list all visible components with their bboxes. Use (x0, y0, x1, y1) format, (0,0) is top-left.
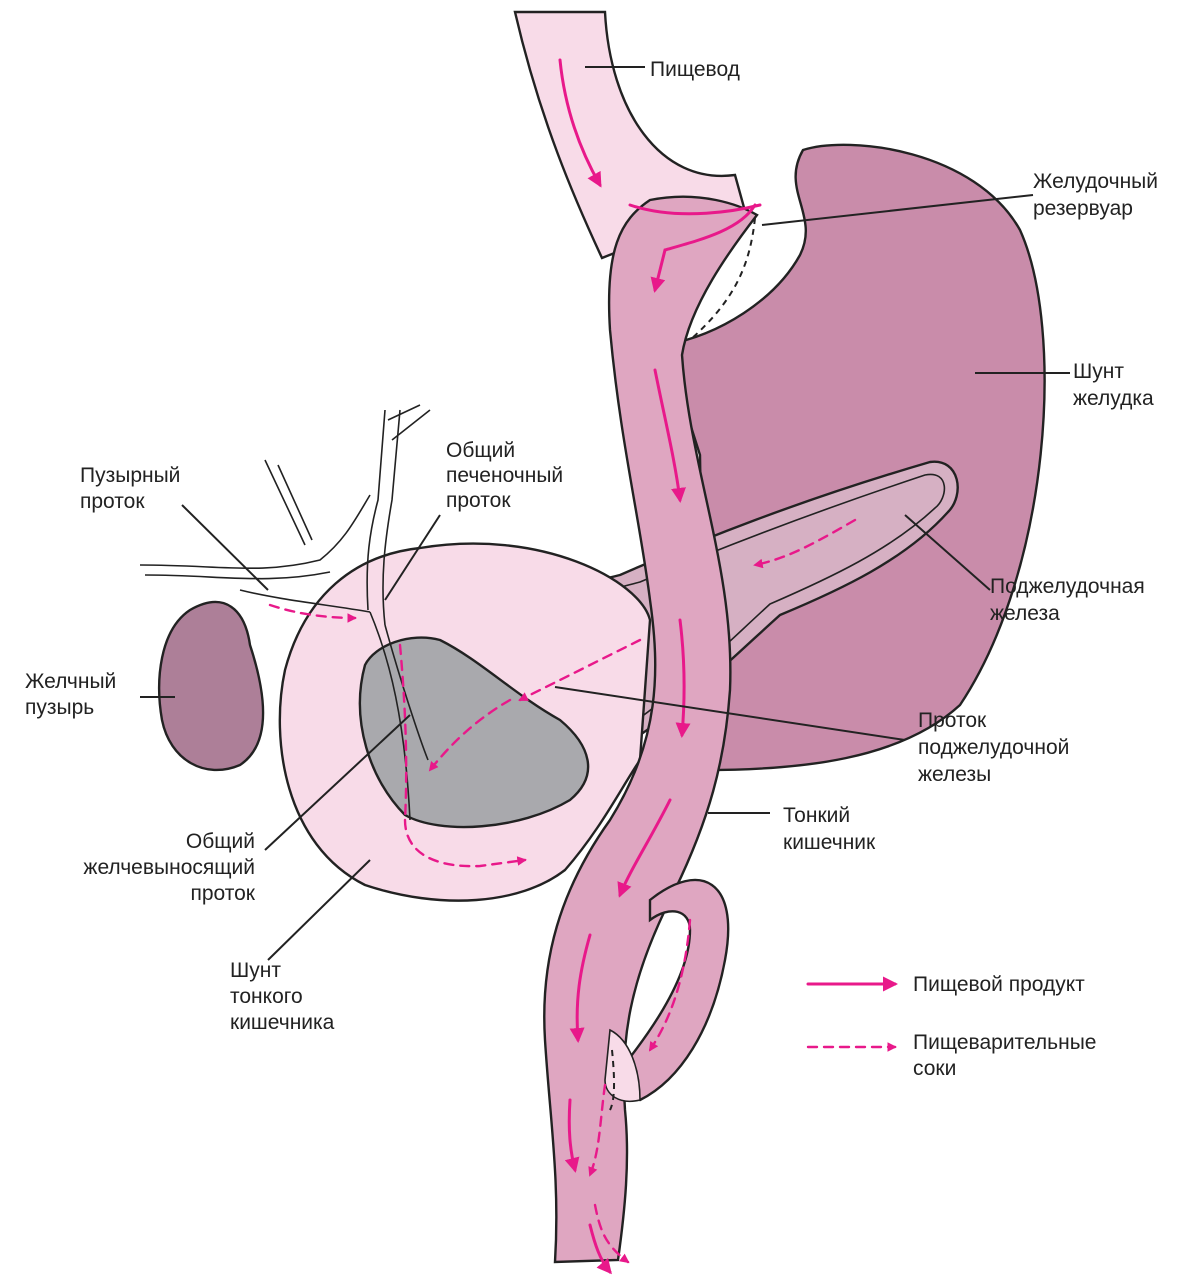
leader-lines (140, 66, 1070, 961)
label-esophagus: Пищевод (650, 58, 740, 81)
svg-text:Общий: Общий (186, 830, 255, 853)
svg-text:Шунт: Шунт (1073, 360, 1124, 383)
food-arrows (558, 58, 762, 1275)
staple-line (689, 217, 756, 341)
svg-text:Тонкий: Тонкий (783, 804, 850, 827)
svg-text:поджелудочной: поджелудочной (918, 736, 1069, 759)
label-gallbladder: Желчный пузырь (25, 670, 116, 719)
staple-line-2 (609, 1049, 616, 1111)
svg-text:Желудочный: Желудочный (1033, 170, 1158, 193)
svg-text:железа: железа (990, 602, 1060, 625)
svg-text:проток: проток (190, 882, 255, 905)
label-intestine-shunt: Шунт тонкого кишечника (230, 959, 335, 1034)
bile-ducts (139, 404, 431, 821)
svg-text:пузырь: пузырь (25, 696, 94, 719)
biliopancreatic-light (604, 1028, 641, 1102)
juice-arrows (268, 518, 857, 1264)
svg-text:проток: проток (446, 489, 511, 512)
small-intestine-shape (543, 195, 759, 1264)
legend-juice-label-1: Пищеварительные (913, 1031, 1096, 1054)
svg-text:резервуар: резервуар (1033, 197, 1133, 220)
svg-text:Проток: Проток (918, 709, 987, 732)
label-common-bile-duct: Общий желчевыносящий проток (83, 830, 255, 905)
label-pancreas: Поджелудочная железа (990, 575, 1145, 625)
label-cystic-duct: Пузырный проток (80, 464, 180, 513)
svg-text:Пищевод: Пищевод (650, 58, 740, 81)
svg-text:проток: проток (80, 490, 145, 513)
svg-text:желчевыносящий: желчевыносящий (83, 856, 255, 879)
svg-text:Поджелудочная: Поджелудочная (990, 575, 1145, 598)
svg-text:печеночный: печеночный (446, 464, 563, 487)
label-pancreatic-duct: Проток поджелудочной железы (918, 709, 1069, 786)
legend: Пищевой продукт Пищеварительные соки (806, 973, 1096, 1080)
svg-text:Пузырный: Пузырный (80, 464, 180, 487)
svg-text:кишечник: кишечник (783, 831, 876, 854)
label-stomach-shunt: Шунт желудка (1073, 360, 1154, 410)
label-gastric-pouch: Желудочный резервуар (1033, 170, 1158, 220)
label-small-intestine: Тонкий кишечник (783, 804, 876, 854)
duodenum-grey-head (358, 636, 590, 829)
legend-food-label: Пищевой продукт (913, 973, 1085, 996)
gallbladder-shape (158, 600, 265, 772)
label-common-hepatic-duct: Общий печеночный проток (446, 439, 563, 512)
svg-text:железы: железы (918, 763, 991, 786)
svg-text:желудка: желудка (1073, 387, 1154, 410)
svg-text:тонкого: тонкого (230, 985, 303, 1008)
svg-text:Желчный: Желчный (25, 670, 116, 693)
svg-text:Общий: Общий (446, 439, 515, 462)
legend-juice-label-2: соки (913, 1057, 956, 1080)
svg-text:кишечника: кишечника (230, 1011, 335, 1034)
svg-text:Шунт: Шунт (230, 959, 281, 982)
